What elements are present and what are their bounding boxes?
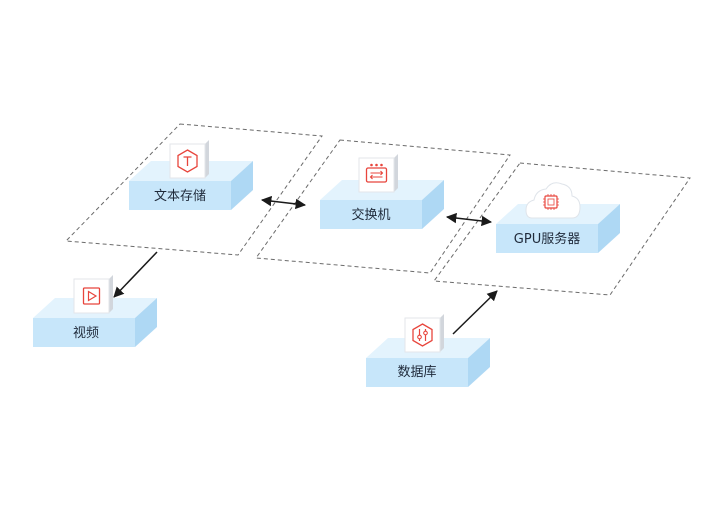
- icon-card: [404, 314, 444, 353]
- platform-front: [366, 358, 468, 387]
- switch-panel-icon: [365, 163, 388, 183]
- node-label: 交换机: [351, 207, 390, 223]
- platform-front: [33, 318, 135, 347]
- edge-switch-gpu-server: [445, 212, 493, 227]
- edge-database-gpu-server: [452, 290, 498, 335]
- hexagon-sliders-icon: [412, 323, 433, 347]
- icon-card: [169, 140, 209, 179]
- node-label: 文本存储: [154, 189, 206, 204]
- icon-card: [73, 275, 113, 314]
- node-switch[interactable]: 交换机: [320, 154, 444, 229]
- node-label: 数据库: [397, 364, 436, 380]
- edge-text-storage-video: [113, 251, 158, 298]
- node-database[interactable]: 数据库: [366, 314, 490, 387]
- edge-text-storage-switch: [260, 195, 307, 210]
- play-icon: [82, 287, 101, 305]
- node-gpu-server[interactable]: GPU服务器: [496, 182, 620, 253]
- zone-text-storage: [64, 123, 323, 256]
- zone-gpu-server: [433, 162, 691, 296]
- platform-side: [231, 161, 253, 210]
- platform-front: [320, 200, 422, 229]
- platform-side: [468, 338, 490, 387]
- platform-side: [422, 180, 444, 229]
- platform-side: [135, 298, 157, 347]
- node-label: 视频: [73, 326, 99, 341]
- hexagon-t-icon: [177, 149, 198, 173]
- node-video[interactable]: 视频: [33, 275, 157, 347]
- platform-side: [598, 204, 620, 253]
- platform-front: [496, 224, 598, 253]
- zone-switch: [255, 139, 511, 274]
- platform-front: [129, 181, 231, 210]
- node-text-storage[interactable]: 文本存储: [129, 140, 253, 210]
- cloud-chip-icon: [525, 182, 581, 219]
- icon-card: [358, 154, 398, 193]
- node-label: GPU服务器: [514, 231, 580, 247]
